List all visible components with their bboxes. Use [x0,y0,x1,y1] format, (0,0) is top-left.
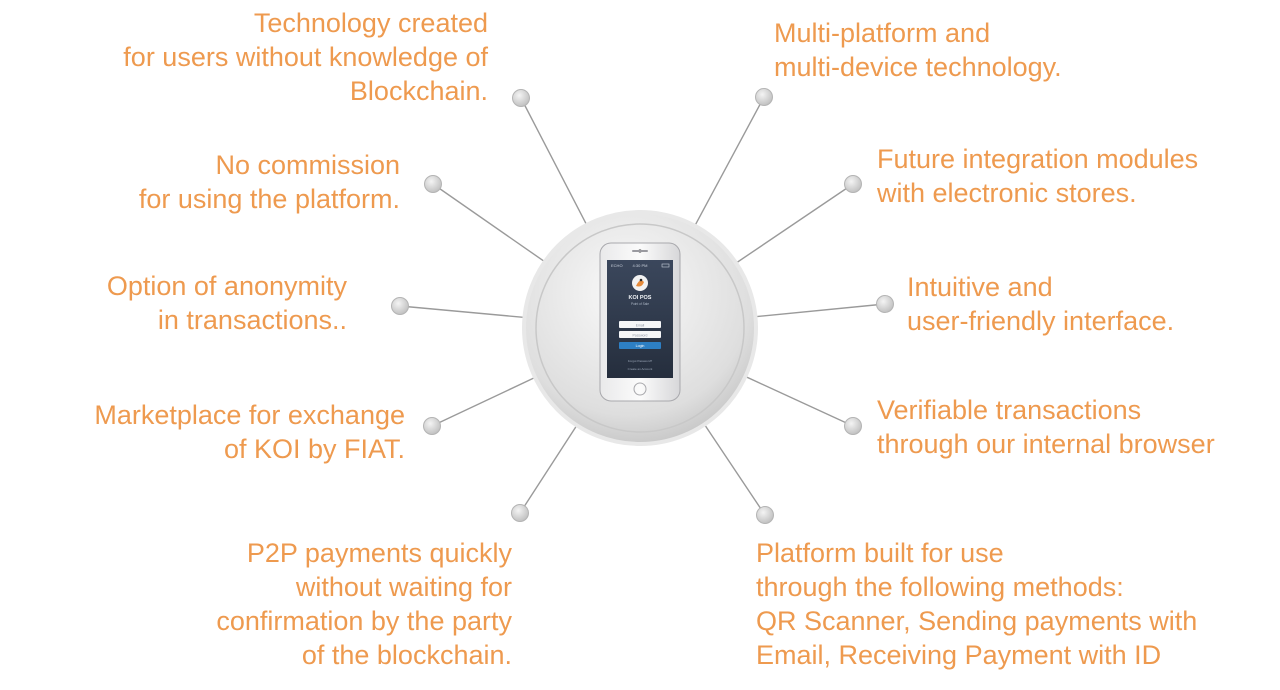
phone-forgot-link[interactable]: Forgot Password? [628,359,653,363]
connector-line-marketplace [431,372,545,427]
phone-app-name: KOI POS [629,295,652,301]
connector-line-p2p-payments [519,416,583,514]
feature-user-friendly: Intuitive and user-friendly interface. [907,272,1175,336]
home-button-icon [633,382,647,396]
phone-create-link[interactable]: Create an Account [628,367,653,371]
battery-icon [661,263,670,268]
feature-usage-methods: Platform built for use through the follo… [756,538,1198,670]
connector-node-usage-methods [756,506,774,524]
connector-line-no-blockchain-knowledge [520,97,592,235]
feature-no-blockchain-knowledge: Technology created for users without kno… [123,8,488,106]
hub-inner-ring [535,223,745,433]
connector-node-multi-platform [755,88,773,106]
connector-node-no-commission [424,175,442,193]
phone-password-placeholder: Password [633,333,648,337]
speaker-icon [632,250,648,252]
connector-line-ecommerce-modules [727,183,854,270]
connector-node-marketplace [423,417,441,435]
connector-line-verifiable-transactions [736,371,854,427]
feature-verifiable-transactions: Verifiable transactions through our inte… [877,395,1215,459]
phone-app-subtitle: Point of Sale [631,302,649,306]
connector-nodes [391,88,894,524]
koi-logo-icon [632,275,648,291]
connector-node-user-friendly [876,295,894,313]
connector-line-anonymity [399,305,535,320]
phone-status-time: 4:30 PM [633,263,648,268]
connector-line-multi-platform [689,96,765,235]
smartphone-icon: ECHO 4:30 PM KOI POS Point of Sale Email… [599,242,681,402]
connector-line-usage-methods [698,415,766,516]
phone-password-field[interactable] [619,331,661,338]
phone-email-placeholder: Email [636,323,645,327]
phone-login-label: Login [636,344,645,348]
phone-email-field[interactable] [619,321,661,328]
connector-node-p2p-payments [511,504,529,522]
connector-line-user-friendly [745,303,886,319]
connector-node-ecommerce-modules [844,175,862,193]
feature-marketplace: Marketplace for exchange of KOI by FIAT. [94,400,405,464]
connector-line-no-commission [432,183,554,269]
connector-node-verifiable-transactions [844,417,862,435]
feature-anonymity: Option of anonymity in transactions.. [106,271,347,335]
connector-node-no-blockchain-knowledge [512,89,530,107]
connector-lines [399,96,886,516]
feature-ecommerce-modules: Future integration modules with electron… [877,144,1199,208]
feature-no-commission: No commission for using the platform. [138,150,400,214]
phone-login-button[interactable] [619,342,661,349]
central-hub: ECHO 4:30 PM KOI POS Point of Sale Email… [522,210,758,446]
feature-p2p-payments: P2P payments quickly without waiting for… [216,538,512,670]
phone-status-left: ECHO [611,263,623,268]
feature-multi-platform: Multi-platform and multi-device technolo… [774,18,1062,82]
connector-node-anonymity [391,297,409,315]
